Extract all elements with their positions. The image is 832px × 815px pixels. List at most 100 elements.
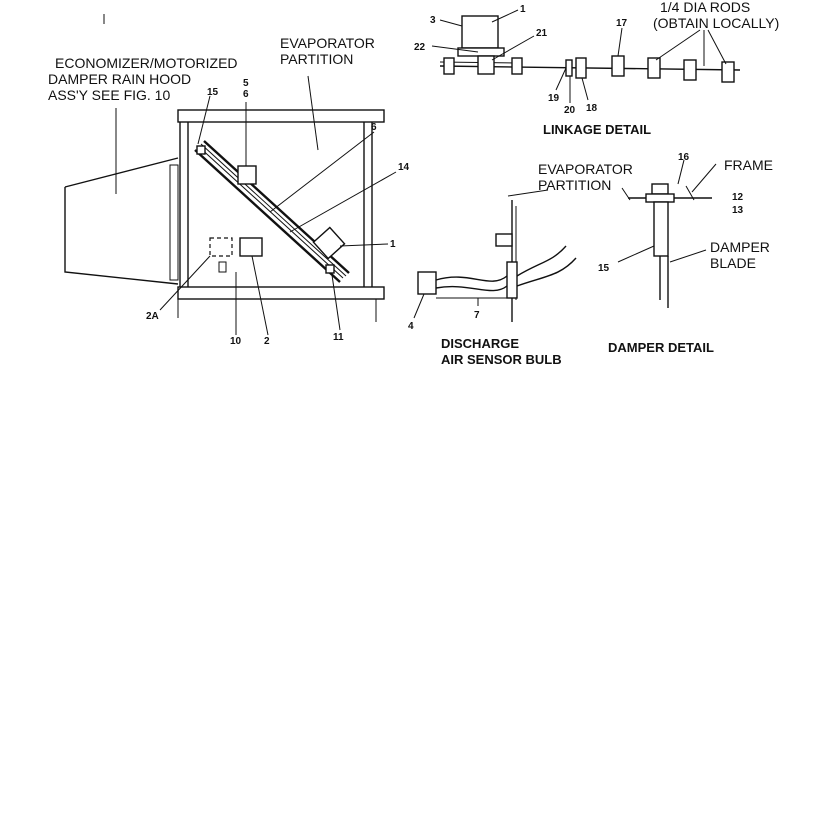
sensor-detail: EVAPORATOR PARTITION DISCHARGE AIR SENSO…: [408, 161, 633, 367]
linkage-bracket-5: [721, 61, 735, 83]
sensor-block: [237, 165, 257, 185]
discharge-label-2: AIR SENSOR BULB: [441, 352, 562, 367]
callout-main-5: 5: [243, 78, 249, 89]
damper-bracket-top: [196, 145, 206, 155]
damper-blade-label-1: DAMPER: [710, 239, 770, 255]
linkage-coupler-19: [565, 59, 573, 77]
callout-link-18: 18: [586, 103, 598, 114]
linkage-detail: 1/4 DIA RODS (OBTAIN LOCALLY) LINKAGE DE…: [414, 0, 779, 137]
callout-link-17: 17: [616, 18, 628, 29]
damper-bearing: [645, 193, 675, 203]
component-10: [218, 261, 227, 273]
damper-actuator: [312, 226, 346, 260]
callout-link-20: 20: [564, 105, 576, 116]
sensor-bulb: [417, 271, 437, 295]
linkage-detail-title: LINKAGE DETAIL: [543, 122, 651, 137]
economizer-label-3: ASS'Y SEE FIG. 10: [48, 87, 170, 103]
leader-link-18: [581, 77, 589, 101]
sensor-cap-tube-1: [516, 245, 567, 277]
callout-main-14: 14: [398, 162, 410, 173]
rain-hood-top: [64, 157, 179, 188]
damper-blade-label-2: BLADE: [710, 255, 756, 271]
evap-partition2-label-1: EVAPORATOR: [538, 161, 633, 177]
rods-label-2: (OBTAIN LOCALLY): [653, 15, 779, 31]
linkage-actuator: [461, 15, 499, 49]
leader-rods-a: [655, 29, 701, 61]
rain-hood-body: [64, 187, 179, 285]
callout-link-1: 1: [520, 4, 526, 15]
linkage-hub: [477, 55, 495, 75]
bottom-frame-rail: [177, 286, 385, 300]
damper-edge-d: [200, 143, 347, 277]
evap-partition-label-1: EVAPORATOR: [280, 35, 375, 51]
leader-link-21: [491, 35, 535, 61]
callout-damper-12: 12: [732, 192, 744, 203]
sensor-tube-upper: [435, 275, 508, 282]
damper-edge-a: [194, 149, 341, 283]
callout-main-10: 10: [230, 336, 242, 347]
leader-rods-c: [707, 29, 727, 65]
damper-shaft: [653, 201, 669, 257]
linkage-actuator-base: [457, 47, 505, 57]
sensor-clip: [495, 233, 513, 247]
linkage-bracket-2: [511, 57, 523, 75]
leader-main-11: [331, 274, 341, 331]
callout-link-19: 19: [548, 93, 560, 104]
callout-link-22: 22: [414, 42, 426, 53]
frame-label: FRAME: [724, 157, 773, 173]
leader-link-1: [491, 9, 519, 23]
leader-main-2: [251, 255, 269, 336]
leader-main-2a: [159, 255, 211, 311]
sensor-tube-lower: [435, 285, 508, 292]
leader-link-17: [617, 27, 623, 57]
leader-sensor-4: [413, 293, 425, 319]
leader-link-3: [439, 19, 463, 27]
callout-main-11: 11: [333, 332, 344, 343]
main-assembly: ECONOMIZER/MOTORIZED DAMPER RAIN HOOD AS…: [48, 14, 410, 347]
linkage-bracket-17: [611, 55, 625, 77]
damper-pivot-cap: [651, 183, 669, 195]
callout-main-6b: 6: [371, 122, 377, 133]
linkage-bracket-3: [647, 57, 661, 79]
evap-partition2-label-2: PARTITION: [538, 177, 611, 193]
damper-frame-tick-right: [685, 185, 695, 201]
damper-detail: FRAME DAMPER BLADE DAMPER DETAIL 16 12 1…: [598, 152, 773, 355]
leader-damper-16: [677, 159, 685, 185]
leader-main-6: [269, 131, 375, 213]
callout-damper-15: 15: [598, 263, 610, 274]
callout-main-15: 15: [207, 87, 219, 98]
rods-label-1: 1/4 DIA RODS: [660, 0, 750, 15]
callout-main-2a: 2A: [146, 311, 159, 322]
sensor-cap-tube-2: [516, 257, 577, 287]
leader-link-19: [555, 67, 567, 91]
leader-evap-partition-2: [507, 189, 549, 197]
damper-bracket-bottom: [325, 264, 335, 274]
economizer-label-1: ECONOMIZER/MOTORIZED: [55, 55, 238, 71]
discharge-label-1: DISCHARGE: [441, 336, 519, 351]
linkage-bracket-4: [683, 59, 697, 81]
sensor-grommet: [506, 261, 518, 299]
component-2: [239, 237, 263, 257]
leader-evap-partition: [307, 75, 319, 151]
top-frame-rail: [177, 109, 385, 123]
leader-damper-15: [617, 245, 655, 263]
leader-main-14: [289, 171, 397, 233]
callout-damper-13: 13: [732, 205, 744, 216]
leader-link-22: [431, 45, 479, 53]
callout-main-1: 1: [390, 239, 396, 250]
economizer-label-2: DAMPER RAIN HOOD: [48, 71, 191, 87]
callout-main-2: 2: [264, 336, 270, 347]
linkage-clip-18: [575, 57, 587, 79]
callout-damper-16: 16: [678, 152, 690, 163]
callout-sensor-4: 4: [408, 321, 414, 332]
callout-link-21: 21: [536, 28, 548, 39]
leader-damper-blade: [669, 249, 707, 263]
leader-main-1: [339, 243, 389, 247]
linkage-bracket-1: [443, 57, 455, 75]
leader-frame: [691, 163, 717, 193]
damper-detail-title: DAMPER DETAIL: [608, 340, 714, 355]
callout-sensor-7: 7: [474, 310, 480, 321]
callout-main-6a: 6: [243, 89, 249, 100]
evap-partition-label-2: PARTITION: [280, 51, 353, 67]
